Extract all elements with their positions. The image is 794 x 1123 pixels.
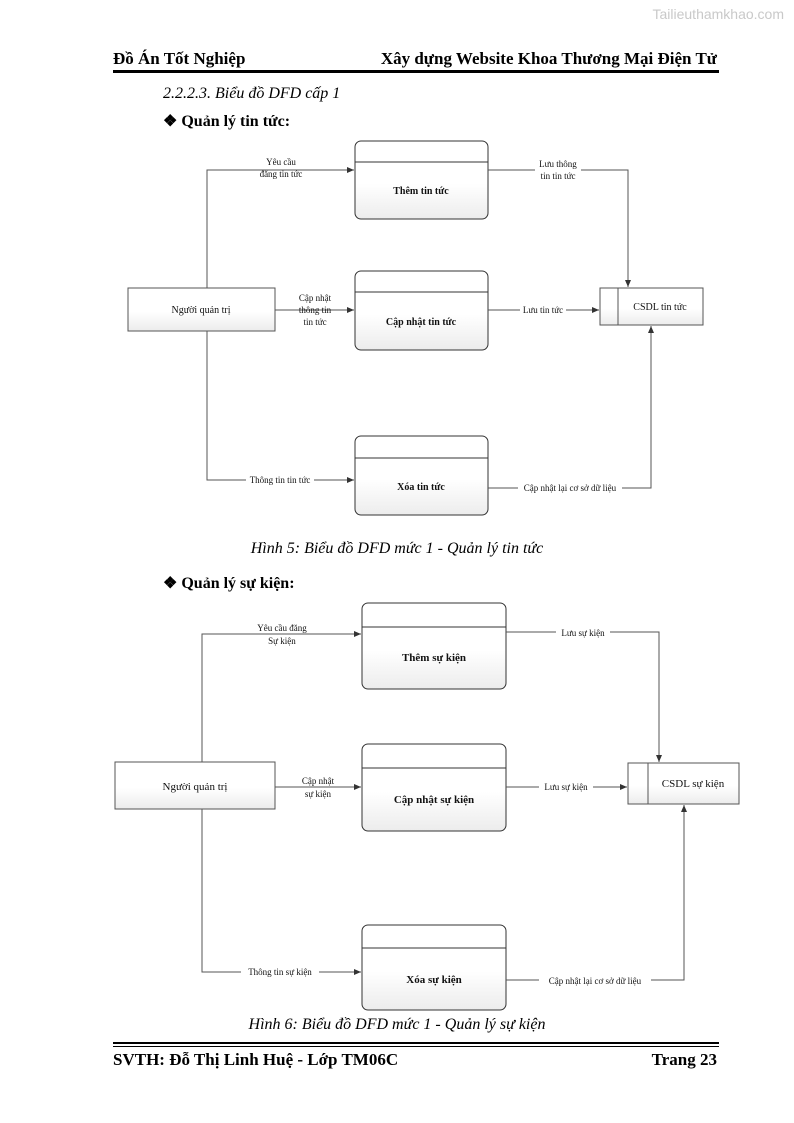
- heading-su-kien: ❖ Quản lý sự kiện:: [163, 575, 295, 592]
- flow-add-out-1-label-a: Lưu thông: [539, 159, 577, 169]
- section-heading: 2.2.2.3. Biểu đồ DFD cấp 1: [163, 85, 341, 102]
- flow-add-out-1: [488, 169, 631, 287]
- diagram-su-kien: Người quản trị Thêm sự kiện Cập nhật sự …: [114, 602, 740, 1011]
- flow-update-in-1-label-a: Cập nhật: [299, 293, 332, 303]
- flow-update-in-2-label-a: Cập nhật: [302, 776, 335, 786]
- actor-box-1: Người quản trị: [127, 287, 276, 332]
- flow-add-in-2-label-a: Yêu cầu đăng: [257, 623, 307, 633]
- flow-update-in-2-label-b: sự kiện: [305, 789, 332, 799]
- flow-delete-out-2: [506, 805, 687, 981]
- flow-delete-in-1: [206, 331, 354, 483]
- flow-update-out-1-label: Lưu tin tức: [523, 305, 563, 315]
- svg-text:Thêm sự kiện: Thêm sự kiện: [402, 652, 466, 664]
- flow-delete-in-2: [201, 809, 361, 975]
- flow-delete-out-2-label: Cập nhật lại cơ sở dữ liệu: [549, 976, 642, 986]
- caption-figure-6: Hình 6: Biểu đồ DFD mức 1 - Quản lý sự k…: [248, 1016, 546, 1033]
- svg-text:Người quản trị: Người quản trị: [171, 305, 230, 316]
- footer-page-number: Trang 23: [651, 1050, 717, 1069]
- flow-add-out-1-label-b: tin tin tức: [541, 171, 576, 181]
- datastore-su-kien: CSDL sự kiện: [627, 762, 740, 805]
- flow-delete-in-2-label: Thông tin sự kiện: [248, 967, 312, 977]
- svg-text:CSDL sự kiện: CSDL sự kiện: [662, 778, 725, 790]
- footer-left: SVTH: Đỗ Thị Linh Huệ - Lớp TM06C: [113, 1050, 399, 1069]
- process-add-tin-tuc: Thêm tin tức: [354, 140, 489, 220]
- flow-update-in-1-label-c: tin tức: [303, 317, 326, 327]
- flow-delete-in-1-label: Thông tin tin tức: [250, 475, 311, 485]
- flow-delete-out-1-label: Cập nhật lại cơ sở dữ liệu: [524, 483, 617, 493]
- flow-add-out-2: [506, 631, 662, 762]
- flow-add-in-2-label-b: Sự kiện: [268, 636, 296, 646]
- flow-add-in-1-label-b: đăng tin tức: [260, 169, 303, 179]
- header-rule: [113, 70, 719, 73]
- flow-add-out-2-label: Lưu sự kiện: [561, 628, 605, 638]
- svg-text:Xóa tin tức: Xóa tin tức: [397, 482, 445, 493]
- process-delete-tin-tuc: Xóa tin tức: [354, 435, 489, 516]
- footer-rule-bottom: [113, 1046, 719, 1047]
- svg-text:Xóa sự kiện: Xóa sự kiện: [406, 974, 462, 986]
- header-left: Đồ Án Tốt Nghiệp: [113, 49, 246, 68]
- process-update-su-kien: Cập nhật sự kiện: [361, 743, 507, 832]
- svg-text:Cập nhật tin tức: Cập nhật tin tức: [386, 317, 457, 328]
- datastore-tin-tuc: CSDL tin tức: [599, 287, 704, 326]
- svg-text:CSDL tin tức: CSDL tin tức: [633, 302, 687, 313]
- flow-add-in-2: [201, 631, 361, 762]
- actor-box-2: Người quản trị: [114, 761, 276, 810]
- flow-update-out-2-label: Lưu sự kiện: [544, 782, 588, 792]
- header-right: Xây dựng Website Khoa Thương Mại Điện Tử: [380, 49, 717, 68]
- flow-delete-out-1: [488, 326, 654, 489]
- flow-add-in-1-label-a: Yêu cầu: [266, 157, 296, 167]
- svg-text:Thêm tin tức: Thêm tin tức: [393, 186, 449, 197]
- diagram-tin-tuc: Người quản trị Thêm tin tức Cập nhật tin…: [127, 140, 704, 516]
- caption-figure-5: Hình 5: Biểu đồ DFD mức 1 - Quản lý tin …: [250, 540, 544, 557]
- process-add-su-kien: Thêm sự kiện: [361, 602, 507, 690]
- svg-text:Cập nhật sự kiện: Cập nhật sự kiện: [394, 794, 474, 806]
- footer-rule-top: [113, 1042, 719, 1044]
- flow-update-in-1-label-b: thông tin: [299, 305, 332, 315]
- flow-add-in-1: [206, 167, 354, 288]
- process-update-tin-tuc: Cập nhật tin tức: [354, 270, 489, 351]
- process-delete-su-kien: Xóa sự kiện: [361, 924, 507, 1011]
- watermark: Tailieuthamkhao.com: [652, 6, 784, 22]
- svg-text:Người quản trị: Người quản trị: [163, 781, 228, 793]
- heading-tin-tuc: ❖ Quản lý tin tức:: [163, 113, 291, 130]
